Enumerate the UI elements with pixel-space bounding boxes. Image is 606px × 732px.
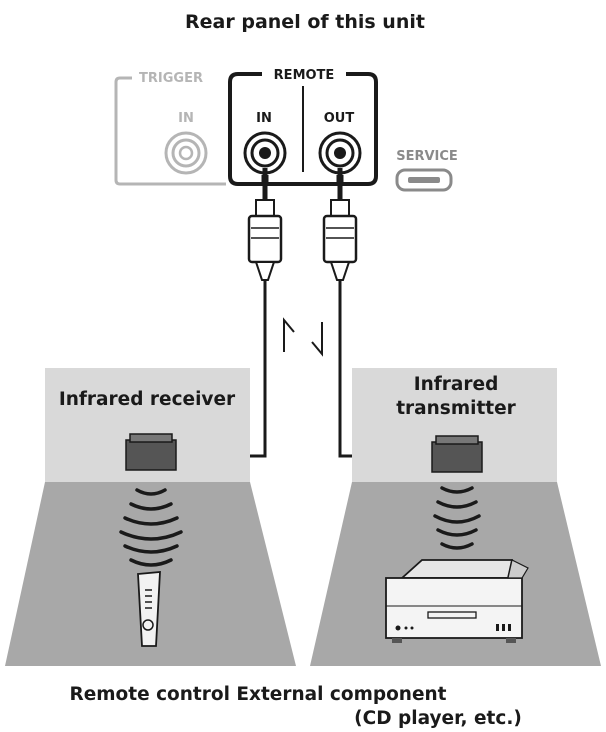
transmitter-plug-icon [322,199,358,281]
receiver-label: Infrared receiver [59,389,236,410]
signal-down-arrow-icon [311,322,323,357]
remote-out-jack [318,131,362,175]
rear-panel: TRIGGER IN REMOTE IN OUT [114,68,458,192]
infrared-transmitter-icon [431,435,483,473]
service-label: SERVICE [396,149,458,164]
receiver-plug-icon [247,199,283,281]
trigger-label: TRIGGER [139,71,203,86]
cd-player-icon [385,559,529,643]
remote-section: REMOTE IN OUT [228,68,378,186]
remote-frame [228,72,378,186]
remote-out-label: OUT [324,111,355,126]
receiver-signal-waves-icon [119,488,183,567]
transmitter-label-line2: transmitter [396,398,516,419]
remote-label: REMOTE [274,68,335,83]
service-section: SERVICE [395,149,458,192]
infrared-receiver-icon [125,433,177,471]
service-port-icon [395,168,453,192]
transmitter-scene: Infrared transmitter [310,368,601,666]
remote-in-jack [243,131,287,175]
signal-up-arrow-icon [283,317,295,352]
transmitter-label-line1: Infrared [414,374,499,395]
transmitter-signal-waves-icon [433,486,481,550]
bottom-label-line1: Remote control External component [69,684,446,705]
remote-control-icon [137,571,161,647]
trigger-in-label: IN [178,111,194,126]
diagram-title: Rear panel of this unit [185,11,425,33]
bottom-label-line2: (CD player, etc.) [354,708,522,729]
trigger-section: TRIGGER IN [114,71,226,186]
trigger-frame [114,76,226,186]
trigger-in-jack [164,131,208,175]
remote-in-label: IN [256,111,272,126]
receiver-scene: Infrared receiver [5,368,296,666]
